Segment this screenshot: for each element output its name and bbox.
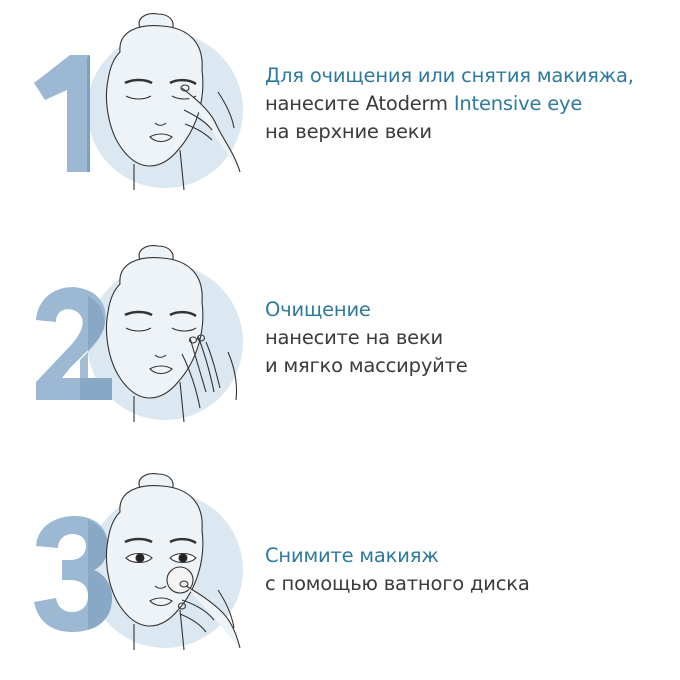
step-2-illustration [36, 245, 243, 423]
step-1-body-text: нанесите Atoderm [265, 92, 454, 115]
step-1-illustration [34, 13, 243, 191]
step-3: Снимите макияж с помощью ватного диска [0, 460, 680, 680]
step-3-line-2: с помощью ватного диска [265, 572, 530, 595]
step-2-line-3: и мягко массируйте [265, 354, 468, 377]
step-2-line-2: нанесите на веки [265, 326, 444, 349]
step-3-illustration [34, 473, 243, 651]
step-1-text: Для очищения или снятия макияжа, нанесит… [265, 62, 634, 146]
step-3-heading: Снимите макияж [265, 544, 439, 567]
step-3-text: Снимите макияж с помощью ватного диска [265, 542, 530, 598]
product-name: Intensive eye [453, 92, 583, 115]
step-1-line-2: нанесите Atoderm Intensive eye [265, 90, 634, 118]
step-1: Для очищения или снятия макияжа, нанесит… [0, 0, 680, 220]
numeral-three-icon [34, 516, 112, 632]
face-icon [105, 13, 241, 191]
step-2: Очищение нанесите на веки и мягко массир… [0, 232, 680, 452]
face-icon [105, 473, 241, 651]
face-icon [105, 245, 238, 423]
step-2-text: Очищение нанесите на веки и мягко массир… [265, 296, 468, 380]
step-1-line-3: на верхние веки [265, 120, 432, 143]
numeral-one-icon [34, 55, 90, 172]
step-1-heading: Для очищения или снятия макияжа, [265, 64, 634, 87]
step-2-heading: Очищение [265, 298, 371, 321]
numeral-two-icon [36, 287, 112, 400]
